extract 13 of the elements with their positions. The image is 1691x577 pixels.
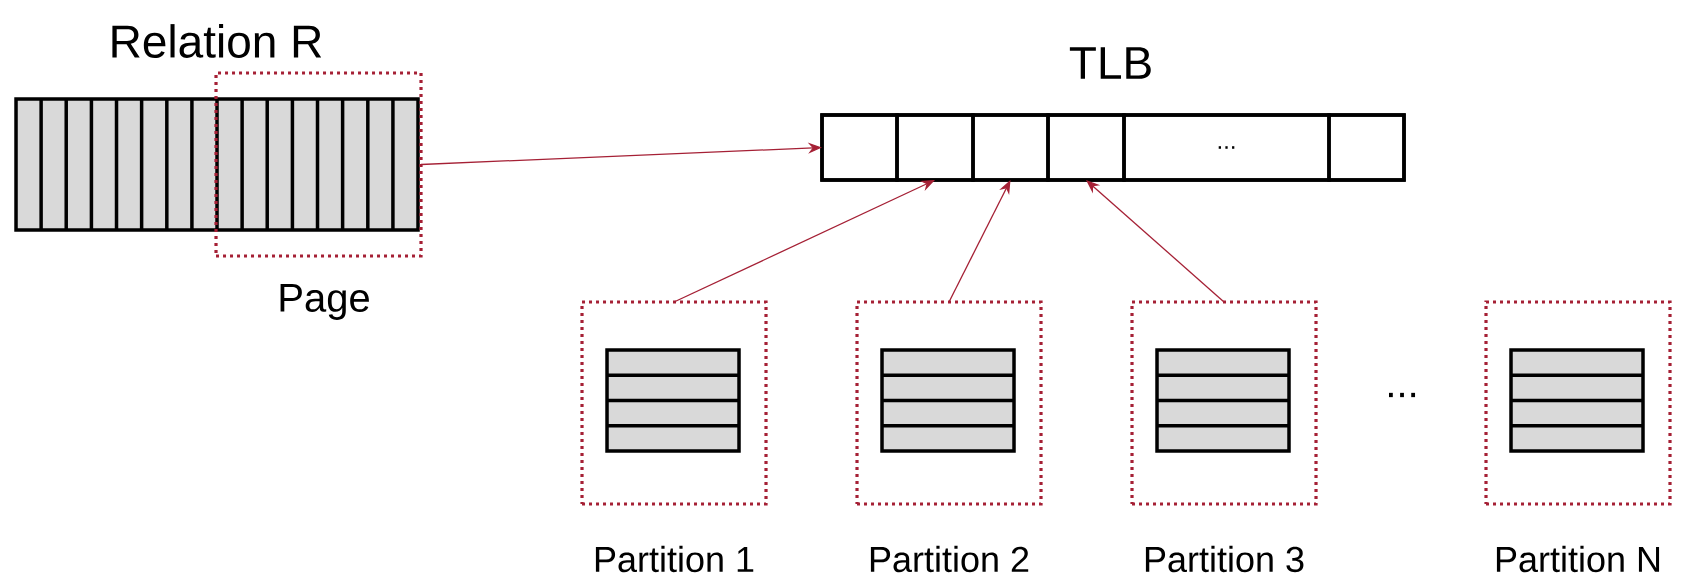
page-label: Page — [280, 284, 369, 320]
ellipsis: ... — [1389, 392, 1416, 398]
partition-label: Partition N — [1496, 545, 1660, 573]
table-cell — [1327, 113, 1406, 182]
table-cell: ... — [1122, 113, 1331, 182]
arrow — [1086, 180, 1225, 303]
partition-label: Partition 2 — [870, 545, 1029, 573]
partition-label: Partition 3 — [1145, 545, 1304, 573]
arrow — [948, 180, 1011, 303]
heading: TLB — [1069, 47, 1151, 79]
partition-label: Partition 1 — [595, 545, 754, 573]
arrow — [673, 180, 935, 303]
heading: Relation R — [112, 24, 322, 58]
